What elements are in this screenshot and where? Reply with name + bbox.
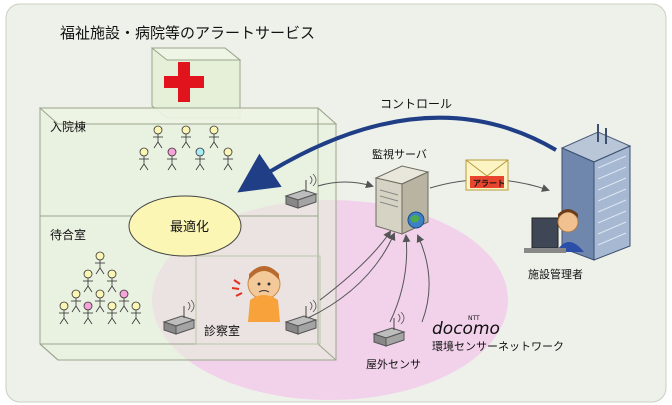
person-icon (83, 301, 93, 325)
control-arrow (237, 115, 558, 193)
sensor-icon (372, 311, 406, 347)
ward-label: 入院棟 (50, 119, 86, 134)
person-icon (195, 147, 205, 171)
optimize-ellipse (128, 195, 242, 257)
waiting-room-label: 待合室 (50, 227, 86, 242)
waiting-people-group (59, 251, 141, 325)
person-icon (83, 269, 93, 293)
person-icon (181, 125, 191, 149)
outdoor-sensor-label: 屋外センサ (366, 358, 421, 371)
sensor-icon (284, 173, 318, 209)
brand-small: NTT (468, 315, 480, 322)
person-icon (119, 289, 129, 313)
optimize-label: 最適化 (170, 219, 209, 235)
person-icon (95, 289, 105, 313)
person-icon (167, 147, 177, 171)
server-label: 監視サーバ (372, 147, 427, 161)
person-icon (95, 251, 105, 275)
sensor-to-server-arrows (307, 180, 430, 323)
network-label: 環境センサーネットワーク (432, 339, 564, 353)
admin-label: 施設管理者 (528, 267, 583, 281)
administrator-icon (524, 209, 584, 253)
person-icon (153, 125, 163, 149)
person-icon (131, 301, 141, 325)
docomo-logo: docomo (432, 319, 500, 339)
person-icon (223, 147, 233, 171)
server-icon (374, 165, 430, 235)
sensor-icon (284, 299, 318, 335)
sensor-group (162, 173, 406, 347)
exam-room-label: 診察室 (204, 323, 240, 338)
sensor-icon (162, 299, 196, 335)
person-icon (139, 147, 149, 171)
ward-people-group (139, 125, 233, 171)
person-icon (107, 269, 117, 293)
envelope-icon (465, 159, 509, 191)
person-icon (59, 301, 69, 325)
control-label: コントロール (380, 97, 452, 111)
person-icon (71, 289, 81, 313)
alert-label: アラート (473, 179, 505, 188)
patient-icon (231, 266, 281, 322)
red-cross-icon (164, 62, 204, 102)
person-icon (107, 301, 117, 325)
page-title: 福祉施設・病院等のアラートサービス (60, 24, 315, 42)
person-icon (209, 125, 219, 149)
office-building-icon (560, 124, 632, 261)
